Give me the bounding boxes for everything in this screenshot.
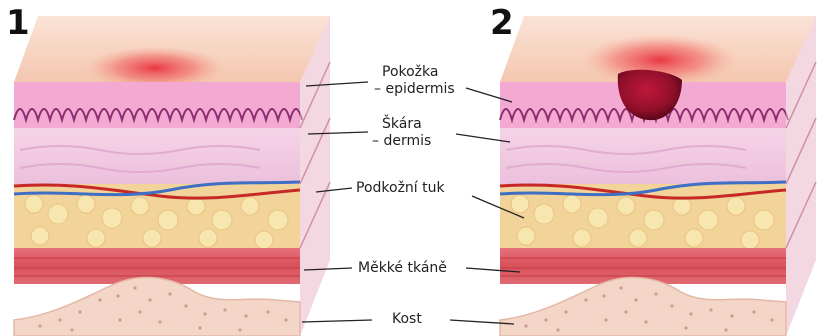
label-dermis-line1: Škára [372, 116, 431, 133]
dermis-layer [500, 128, 786, 184]
bone-layer [14, 277, 300, 336]
label-bone: Kost [392, 311, 422, 328]
label-soft-tissue: Měkké tkáně [358, 260, 447, 277]
panel-2 [500, 16, 816, 336]
label-dermis-line2: – dermis [372, 133, 431, 150]
label-epidermis-line2: – epidermis [374, 81, 455, 98]
label-epidermis-line1: Pokožka [374, 64, 455, 81]
epidermis-layer [14, 82, 300, 128]
bone-layer [500, 277, 786, 336]
label-fat: Podkožní tuk [356, 180, 445, 197]
panel-number-2: 2 [490, 6, 514, 40]
panel-number-1: 1 [6, 6, 30, 40]
panel-1 [14, 16, 330, 336]
dermis-layer [14, 128, 300, 184]
label-dermis: Škára – dermis [372, 116, 431, 150]
label-epidermis: Pokožka – epidermis [374, 64, 455, 98]
